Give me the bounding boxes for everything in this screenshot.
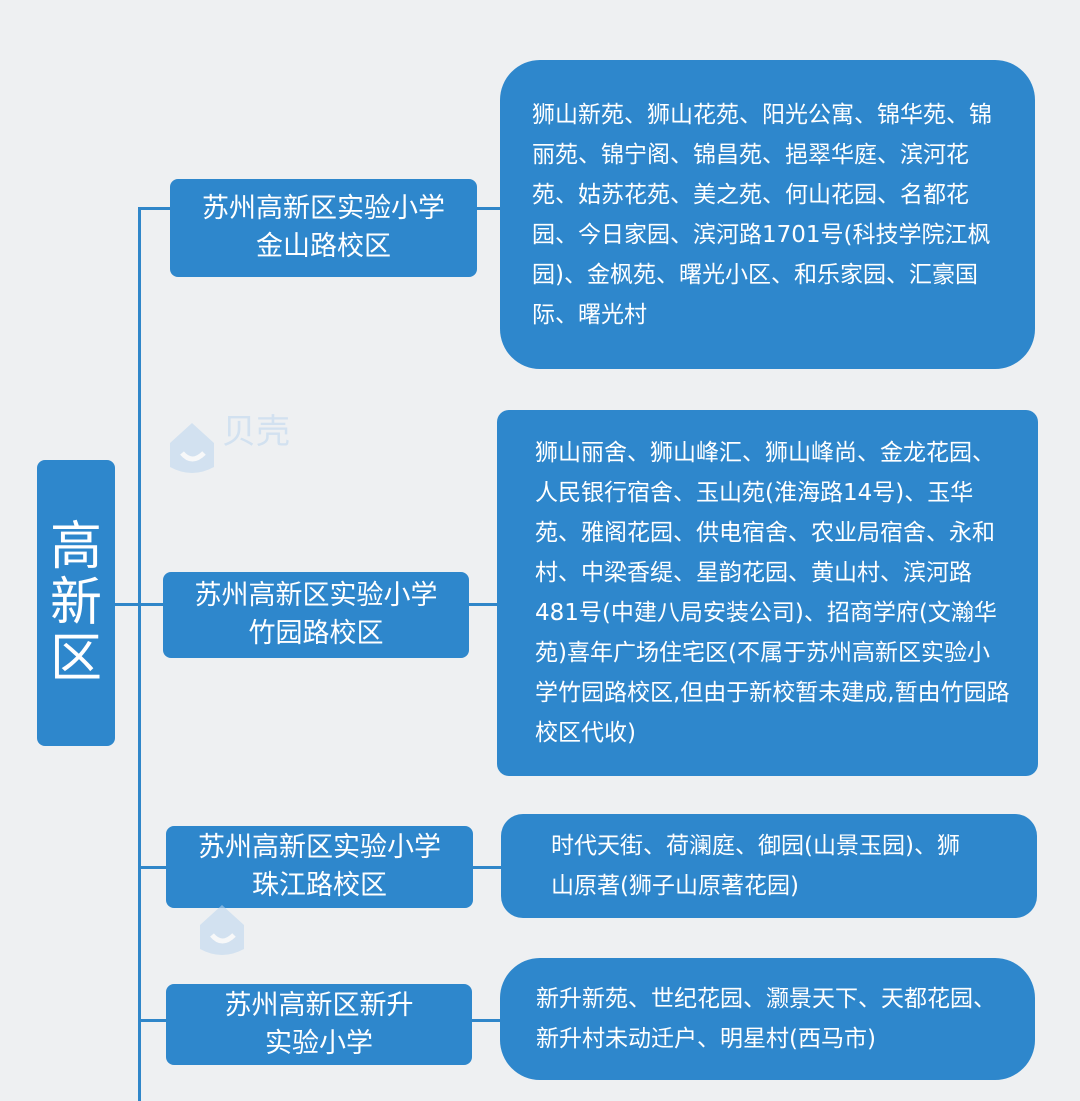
school-node-xinsheng: 苏州高新区新升 实验小学	[166, 984, 472, 1065]
branch-line-4	[138, 1019, 166, 1022]
trunk-line	[138, 207, 141, 1101]
beike-logo-icon: 贝壳	[170, 412, 290, 473]
detail-node-jinshan: 狮山新苑、狮山花苑、阳光公寓、锦华苑、锦丽苑、锦宁阁、锦昌苑、挹翠华庭、滨河花苑…	[500, 60, 1035, 369]
detail-node-xinsheng: 新升新苑、世纪花园、灏景天下、天都花园、新升村未动迁户、明星村(西马市)	[500, 958, 1035, 1080]
detail-node-zhuyuan: 狮山丽舍、狮山峰汇、狮山峰尚、金龙花园、人民银行宿舍、玉山苑(淮海路14号)、玉…	[497, 410, 1038, 776]
branch-line-2	[138, 603, 163, 606]
beike-watermark: 贝壳	[160, 385, 310, 485]
detail-node-zhujiang: 时代天街、荷澜庭、御园(山景玉园)、狮山原著(狮子山原著花园)	[501, 814, 1037, 918]
detail-line-3	[473, 866, 501, 869]
branch-line-3	[138, 866, 166, 869]
detail-line-1	[477, 207, 500, 210]
branch-line-1	[138, 207, 170, 210]
school-node-zhuyuan: 苏州高新区实验小学 竹园路校区	[163, 572, 469, 658]
community-list: 狮山丽舍、狮山峰汇、狮山峰尚、金龙花园、人民银行宿舍、玉山苑(淮海路14号)、玉…	[535, 440, 1010, 746]
detail-line-2	[469, 603, 497, 606]
community-list: 狮山新苑、狮山花苑、阳光公寓、锦华苑、锦丽苑、锦宁阁、锦昌苑、挹翠华庭、滨河花苑…	[532, 101, 992, 328]
root-connector	[115, 603, 140, 606]
school-node-jinshan: 苏州高新区实验小学 金山路校区	[170, 179, 477, 277]
school-node-zhujiang: 苏州高新区实验小学 珠江路校区	[166, 826, 473, 908]
community-list: 新升新苑、世纪花园、灏景天下、天都花园、新升村未动迁户、明星村(西马市)	[536, 986, 996, 1052]
root-node: 高新区	[37, 460, 115, 746]
root-label: 高新区	[49, 517, 102, 689]
detail-line-4	[472, 1019, 500, 1022]
community-list: 时代天街、荷澜庭、御园(山景玉园)、狮山原著(狮子山原著花园)	[551, 833, 960, 899]
watermark-text: 贝壳	[222, 412, 290, 452]
